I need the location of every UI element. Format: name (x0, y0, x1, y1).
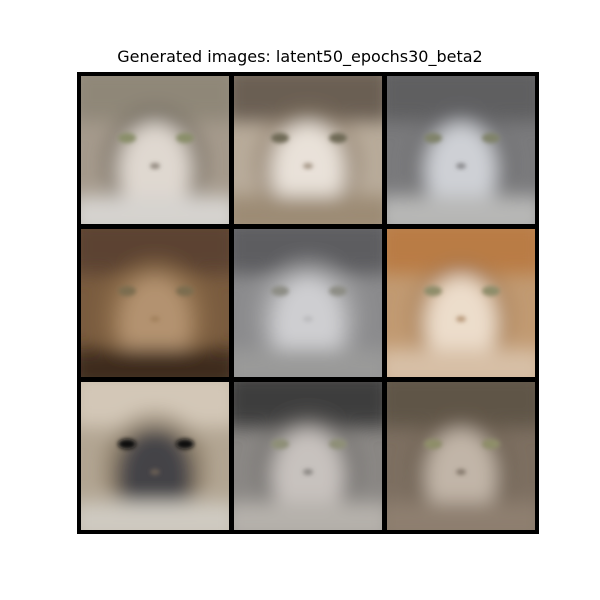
cat-face-3-2 (234, 382, 382, 530)
cat-face-2-1 (81, 229, 229, 377)
cat-face-2-2 (234, 229, 382, 377)
cat-face-3-3 (387, 382, 535, 530)
figure-title: Generated images: latent50_epochs30_beta… (117, 47, 483, 66)
cat-face-2-3 (387, 229, 535, 377)
cat-face-3-1 (81, 382, 229, 530)
image-grid (77, 72, 539, 534)
cat-face-1-1 (81, 76, 229, 224)
cat-face-1-2 (234, 76, 382, 224)
cat-face-1-3 (387, 76, 535, 224)
